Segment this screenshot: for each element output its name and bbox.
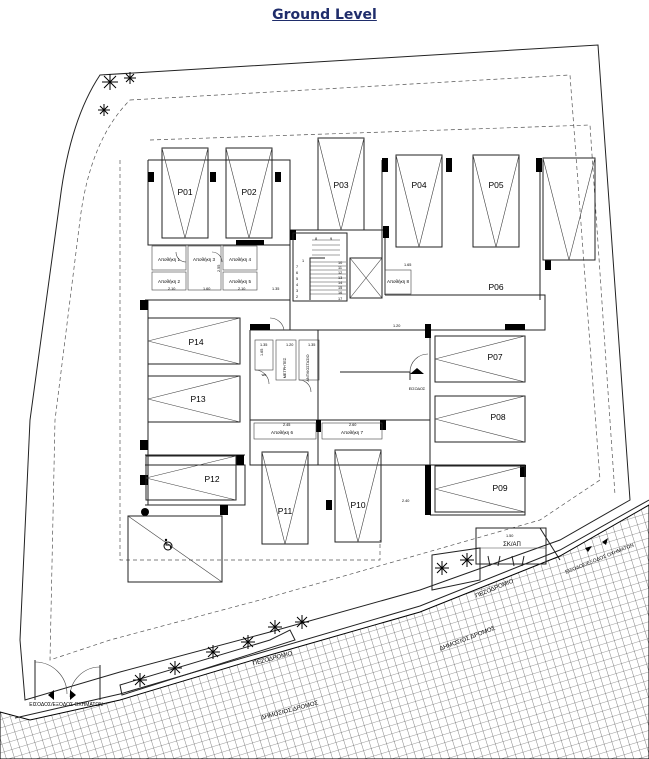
svg-text:11: 11: [338, 266, 342, 270]
parking-space-p13: P13: [147, 375, 241, 423]
svg-text:7: 7: [296, 265, 298, 269]
parking-space-p05: P05: [472, 154, 520, 248]
parking-space-p01: P01: [161, 147, 209, 239]
svg-text:P12: P12: [204, 474, 219, 484]
svg-text:10: 10: [338, 261, 342, 265]
svg-text:P08: P08: [490, 412, 505, 422]
svg-text:3: 3: [296, 289, 298, 293]
plant-icon: [98, 72, 474, 687]
svg-text:2.45: 2.45: [283, 423, 290, 427]
substation: ΣΚ/ΑΠ: [475, 527, 547, 567]
storage-1: Αποθήκη 1: [158, 256, 181, 262]
svg-text:P03: P03: [333, 180, 348, 190]
meters-room: ΜΕΤΡΗΤΕΣ: [283, 357, 287, 378]
parking-spaces: P01 P02 P03 P04 P05 P06: [127, 137, 596, 583]
wheelchair-icon: [163, 538, 173, 551]
storage-3: Αποθήκη 3: [193, 256, 216, 262]
svg-text:P07: P07: [487, 352, 502, 362]
storage-4: Αποθήκη 4: [229, 256, 252, 262]
svg-text:1.20: 1.20: [393, 324, 400, 328]
svg-text:P10: P10: [350, 500, 365, 510]
svg-text:1.20: 1.20: [286, 343, 293, 347]
svg-text:12: 12: [338, 271, 342, 275]
svg-text:2.10: 2.10: [168, 287, 175, 291]
accessible-parking-space: [127, 515, 223, 583]
storage-8: Αποθήκη 8: [387, 278, 410, 284]
parking-space-p03: P03: [317, 137, 365, 231]
svg-text:1.35: 1.35: [272, 287, 279, 291]
entrance-label: ΕΙΣΟΔΟΣ: [409, 387, 426, 391]
svg-text:1.50: 1.50: [506, 534, 513, 538]
svg-text:1.35: 1.35: [260, 343, 267, 347]
svg-text:2.55: 2.55: [217, 265, 221, 272]
svg-text:9: 9: [330, 237, 332, 241]
svg-text:13: 13: [338, 276, 342, 280]
svg-text:6: 6: [296, 271, 298, 275]
substation-label: ΣΚ/ΑΠ: [503, 542, 521, 548]
svg-text:P01: P01: [177, 187, 192, 197]
svg-text:P11: P11: [278, 506, 293, 516]
svg-text:P05: P05: [488, 180, 503, 190]
storage-7: Αποθήκη 7: [341, 429, 364, 435]
service-rooms: wc ΜΕΤΡΗΤΕΣ ΑΝΤΛΙΟΣΤΑΣΙΟ ΕΙΣΟΔΟΣ: [254, 317, 429, 393]
planters: [119, 547, 481, 696]
storage-2: Αποθήκη 2: [158, 278, 181, 284]
parking-space-p06: P06: [488, 157, 596, 292]
svg-text:P09: P09: [492, 483, 507, 493]
parking-space-p10: P10: [334, 449, 382, 543]
parking-space-p12: P12: [145, 455, 237, 501]
svg-text:16: 16: [338, 291, 342, 295]
parking-space-p08: P08: [434, 395, 526, 443]
svg-text:2: 2: [296, 295, 298, 299]
svg-text:P06: P06: [488, 282, 503, 292]
svg-text:P04: P04: [411, 180, 426, 190]
svg-text:P14: P14: [188, 337, 203, 347]
storage-5: Αποθήκη 5: [229, 278, 252, 284]
stair-core: 8 9 7 6 5 4 3 2 10 11 12 13 14 15 16 17 …: [292, 232, 383, 302]
pump-room: ΑΝΤΛΙΟΣΤΑΣΙΟ: [306, 354, 310, 381]
parking-space-p14: P14: [147, 317, 241, 365]
svg-text:1.35: 1.35: [308, 343, 315, 347]
storage-6: Αποθήκη 6: [271, 429, 294, 435]
svg-text:1: 1: [302, 259, 304, 263]
vehicle-entry-label-1: ΕΙΣΟΔΟΣ/ΕΞΟΔΟΣ ΟΧΗΜΑΤΩΝ: [29, 702, 103, 708]
svg-text:1.60: 1.60: [203, 287, 210, 291]
page-title: Ground Level: [272, 7, 377, 23]
svg-text:1.65: 1.65: [404, 263, 411, 267]
storage-rooms: Αποθήκη 1 Αποθήκη 2 Αποθήκη 3 Αποθήκη 4 …: [151, 245, 412, 440]
parking-space-p04: P04: [395, 154, 443, 248]
svg-text:2.60: 2.60: [349, 423, 356, 427]
building-walls: [140, 158, 551, 516]
vehicle-entry-arrow-icon: [585, 538, 608, 552]
vehicle-gates: [34, 527, 561, 700]
dimensions: 2.10 1.60 2.10 1.35 2.55 1.20 2.45 2.60 …: [168, 263, 513, 538]
svg-text:2.40: 2.40: [402, 499, 409, 503]
svg-text:5: 5: [296, 277, 298, 281]
parking-space-p09: P09: [434, 465, 526, 513]
parking-space-p07: P07: [434, 335, 526, 383]
svg-text:14: 14: [338, 281, 342, 285]
svg-text:4: 4: [296, 283, 298, 287]
wc-label: wc: [262, 373, 267, 377]
svg-text:17: 17: [338, 297, 342, 301]
parking-space-p02: P02: [225, 147, 273, 239]
plot-boundary: [19, 44, 631, 701]
entrance-marker-icon: [410, 368, 424, 374]
svg-text:15: 15: [338, 286, 342, 290]
svg-text:P13: P13: [190, 394, 205, 404]
svg-text:P02: P02: [241, 187, 256, 197]
svg-text:8: 8: [315, 237, 317, 241]
street-paving: [0, 504, 649, 759]
parking-space-p11: P11: [261, 451, 309, 545]
svg-text:1.65: 1.65: [260, 349, 264, 356]
svg-text:2.10: 2.10: [238, 287, 245, 291]
